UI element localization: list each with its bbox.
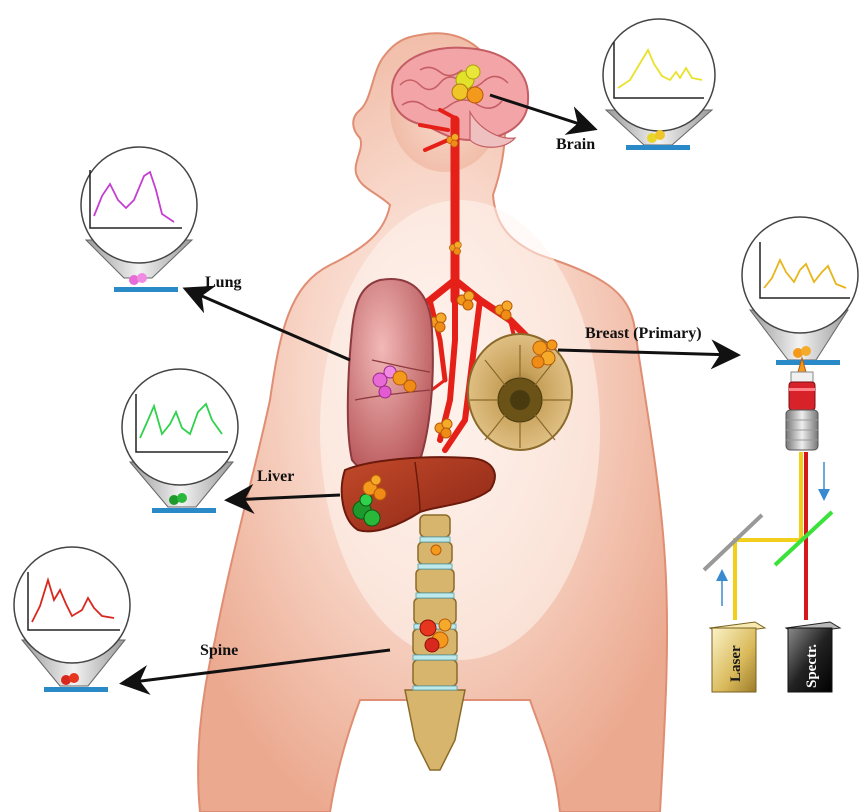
label-spine: Spine <box>200 642 238 659</box>
spectrum-inset-spine <box>14 547 130 692</box>
label-lung: Lung <box>205 274 241 291</box>
spectrum-inset-breast <box>742 217 858 365</box>
breast-organ <box>468 334 572 450</box>
spectrometer-box: Spectr. <box>786 622 840 692</box>
lung-organ <box>348 279 433 474</box>
laser-label: Laser <box>728 645 744 682</box>
spectrum-inset-lung <box>81 147 197 292</box>
label-brain: Brain <box>556 136 595 153</box>
label-breast: Breast (Primary) <box>585 325 702 342</box>
spectrum-inset-liver <box>122 369 238 513</box>
spectrum-inset-brain <box>603 19 715 150</box>
raman-instrument: Laser Spectr. <box>704 358 840 692</box>
spectrometer-label: Spectr. <box>804 644 820 688</box>
laser-path <box>735 540 803 620</box>
laser-box: Laser <box>710 622 765 692</box>
label-liver: Liver <box>257 468 294 485</box>
objective-lens <box>789 382 815 410</box>
